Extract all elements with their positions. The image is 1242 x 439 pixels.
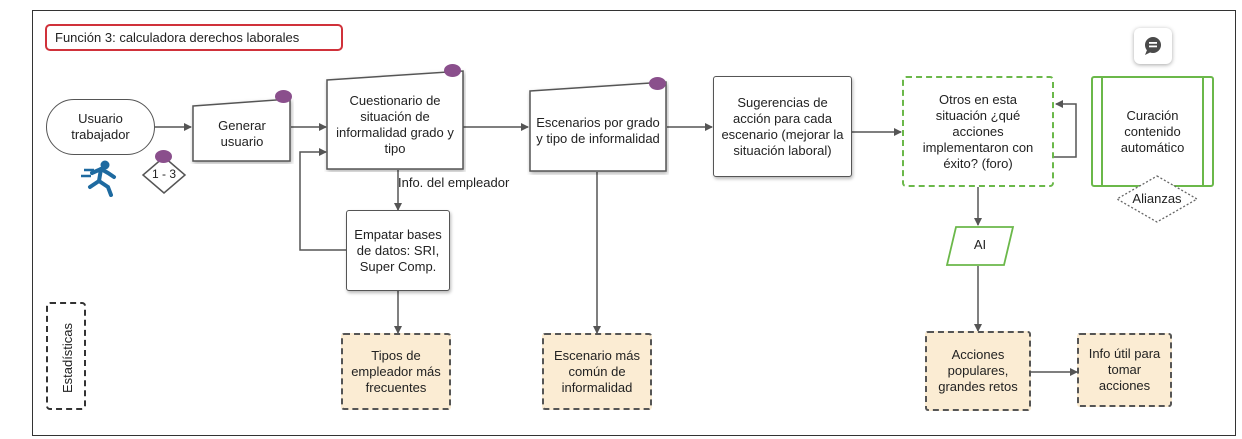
diagram-frame	[32, 10, 1236, 436]
node-curacion: Curación contenido automático	[1091, 76, 1214, 187]
node-info-util-label: Info útil para tomar acciones	[1088, 346, 1161, 393]
node-cuestionario-label: Cuestionario de situación de informalida…	[336, 93, 454, 156]
node-ai-shape	[945, 226, 1015, 266]
node-acciones-populares: Acciones populares, grandes retos	[925, 331, 1031, 411]
node-usuario-label: Usuario trabajador	[71, 111, 130, 142]
edge-otros-loop	[1054, 100, 1077, 158]
page-title-text: Función 3: calculadora derechos laborale…	[55, 30, 300, 45]
node-escenario-comun-label: Escenario más común de informalidad	[554, 347, 640, 395]
comment-dot[interactable]	[649, 77, 666, 90]
node-otros-label: Otros en esta situación ¿qué acciones im…	[922, 91, 1034, 171]
node-alianzas-shape	[1115, 175, 1199, 223]
node-info-util: Info útil para tomar acciones	[1077, 333, 1172, 407]
node-ai: AI	[973, 237, 987, 252]
comment-dot[interactable]	[275, 90, 292, 103]
node-escenarios: Escenarios por grado y tipo de informali…	[531, 92, 665, 170]
node-estadisticas-label: Estadísticas	[60, 322, 75, 394]
comment-dot[interactable]	[444, 64, 461, 77]
node-empatar: Empatar bases de datos: SRI, Super Comp.	[346, 210, 450, 291]
node-alianzas: Alianzas	[1132, 191, 1182, 206]
page-title: Función 3: calculadora derechos laborale…	[45, 24, 343, 51]
comment-dot[interactable]	[155, 150, 172, 163]
subprocess-bar-left	[1101, 78, 1103, 185]
node-generar-shape	[192, 98, 291, 162]
running-person-icon	[78, 159, 122, 197]
node-cuestionario-shape	[326, 70, 464, 170]
node-escenarios-shape	[529, 81, 667, 172]
node-estadisticas: Estadísticas	[46, 302, 86, 410]
node-generar-usuario: Generar usuario	[193, 106, 291, 162]
node-escenario-comun: Escenario más común de informalidad	[542, 333, 652, 410]
node-empatar-label: Empatar bases de datos: SRI, Super Comp.	[354, 226, 442, 274]
edge-empatar-cuestionario	[299, 148, 346, 251]
node-tipos-empleador: Tipos de empleador más frecuentes	[341, 333, 451, 410]
node-sugerencias-label: Sugerencias de acción para cada escenari…	[721, 94, 844, 158]
node-cuestionario: Cuestionario de situación de informalida…	[328, 82, 462, 168]
node-tipos-label: Tipos de empleador más frecuentes	[351, 347, 441, 395]
node-curacion-label: Curación contenido automático	[1120, 107, 1185, 155]
subprocess-bar-right	[1202, 78, 1204, 185]
range-label: 1 - 3	[151, 167, 176, 181]
node-otros-foro: Otros en esta situación ¿qué acciones im…	[902, 76, 1054, 187]
node-sugerencias: Sugerencias de acción para cada escenari…	[713, 76, 852, 177]
node-usuario-trabajador: Usuario trabajador	[46, 99, 155, 155]
node-acciones-label: Acciones populares, grandes retos	[938, 347, 1018, 394]
edge-label-info-empleador: Info. del empleador	[398, 175, 510, 190]
comment-icon[interactable]	[1134, 28, 1172, 64]
node-generar-label: Generar usuario	[218, 118, 266, 149]
range-diamond	[141, 156, 187, 194]
node-escenarios-label: Escenarios por grado y tipo de informali…	[536, 115, 660, 146]
